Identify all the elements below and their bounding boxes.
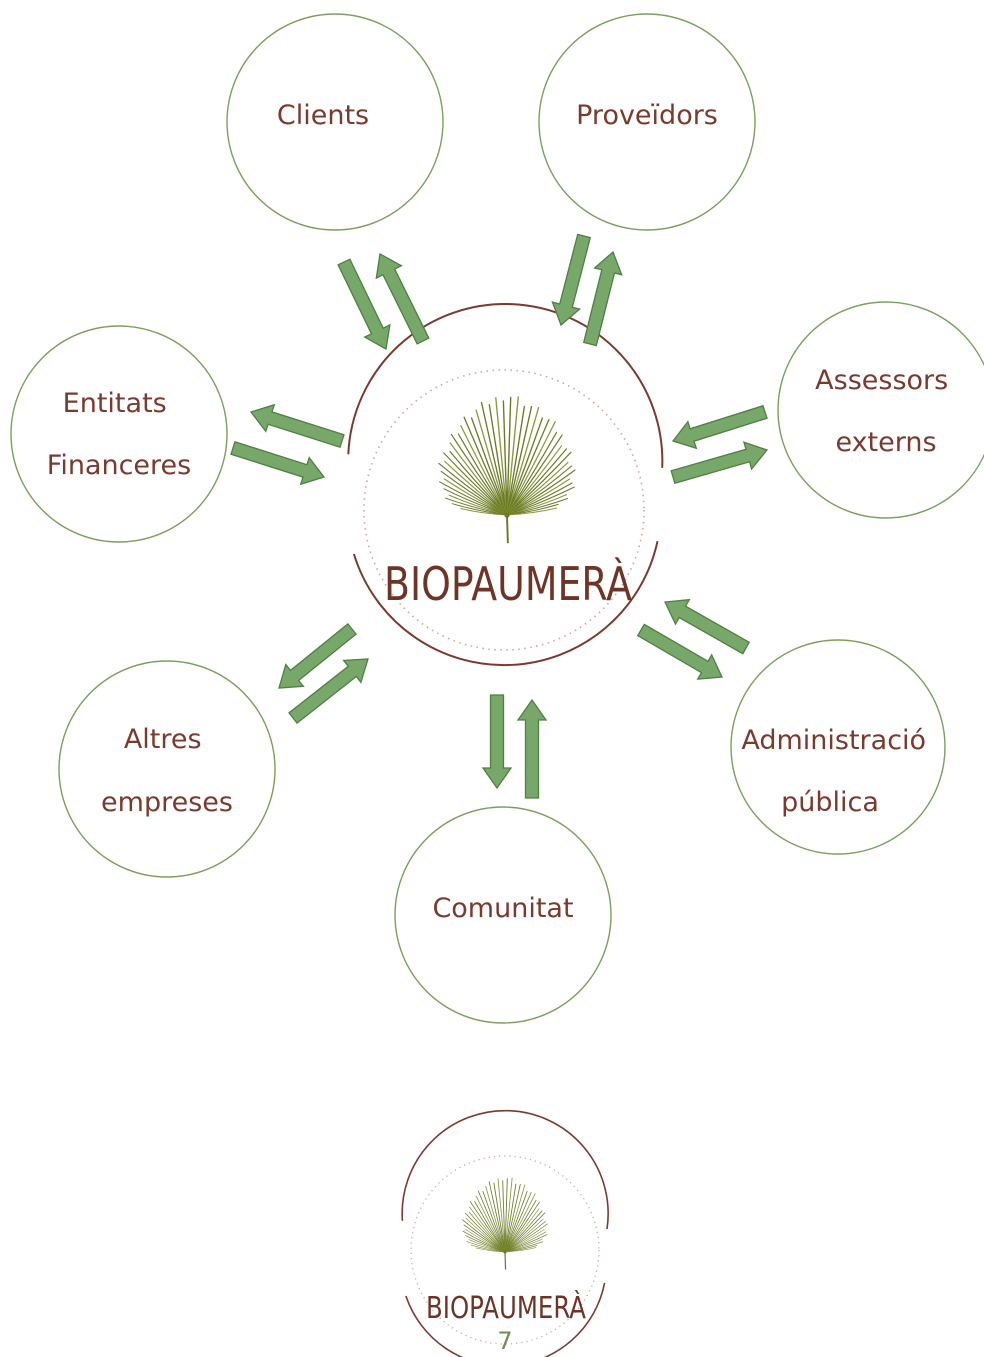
footer-ring-bottom-arc bbox=[405, 1282, 606, 1357]
footer-dotted-ring bbox=[410, 1155, 600, 1345]
arrow-center-to-altres bbox=[278, 622, 358, 689]
node-clients: Clients bbox=[226, 13, 444, 231]
arrow-altres-to-center bbox=[288, 658, 369, 725]
arrow-proveidors-to-center bbox=[551, 233, 592, 327]
arrow-entitats-to-center bbox=[230, 440, 326, 486]
arrow-administracio-to-center bbox=[664, 598, 751, 655]
center-ring-bottom-arc bbox=[352, 540, 659, 667]
palm-leaf-icon bbox=[462, 1177, 548, 1270]
palm-leaf-icon bbox=[438, 396, 576, 544]
arrow-assessors-to-center bbox=[671, 404, 768, 450]
arrows-group bbox=[230, 233, 769, 799]
arrow-center-to-assessors bbox=[670, 441, 769, 485]
center-brand-name: BIOPAUMERÀ bbox=[384, 557, 632, 611]
arrow-center-to-entitats bbox=[249, 403, 345, 449]
arrow-clients-to-center bbox=[337, 258, 391, 351]
node-entitats: Entitats Financeres bbox=[10, 325, 228, 543]
center-dotted-ring bbox=[363, 369, 645, 651]
arrow-center-to-comunitat bbox=[481, 694, 513, 790]
arrow-center-to-administracio bbox=[636, 623, 723, 680]
node-label-clients: Clients bbox=[277, 100, 369, 131]
arrow-comunitat-to-center bbox=[516, 698, 548, 799]
node-administracio: Administració pública bbox=[730, 639, 946, 855]
center-ring-top-arc bbox=[347, 302, 664, 468]
node-altres: Altres empreses bbox=[58, 660, 276, 878]
center-logo: BIOPAUMERÀ bbox=[347, 302, 664, 667]
node-label-administracio: Administració pública bbox=[741, 725, 934, 818]
node-label-proveidors: Proveïdors bbox=[576, 100, 718, 131]
arrow-center-to-clients bbox=[375, 252, 430, 345]
footer-ring-top-arc bbox=[401, 1109, 609, 1230]
node-label-assessors: Assessors externs bbox=[815, 365, 957, 458]
footer-logo: BIOPAUMERÀ 7 bbox=[401, 1109, 609, 1357]
page-number: 7 bbox=[497, 1327, 512, 1355]
arrow-center-to-proveidors bbox=[582, 250, 623, 347]
node-label-entitats: Entitats Financeres bbox=[47, 388, 191, 481]
footer-brand-name: BIOPAUMERÀ bbox=[426, 1290, 586, 1326]
node-label-altres: Altres empreses bbox=[101, 724, 233, 818]
node-label-comunitat: Comunitat bbox=[432, 893, 573, 924]
node-proveidors: Proveïdors bbox=[538, 13, 756, 231]
node-comunitat: Comunitat bbox=[394, 806, 612, 1024]
node-assessors: Assessors externs bbox=[777, 301, 984, 519]
